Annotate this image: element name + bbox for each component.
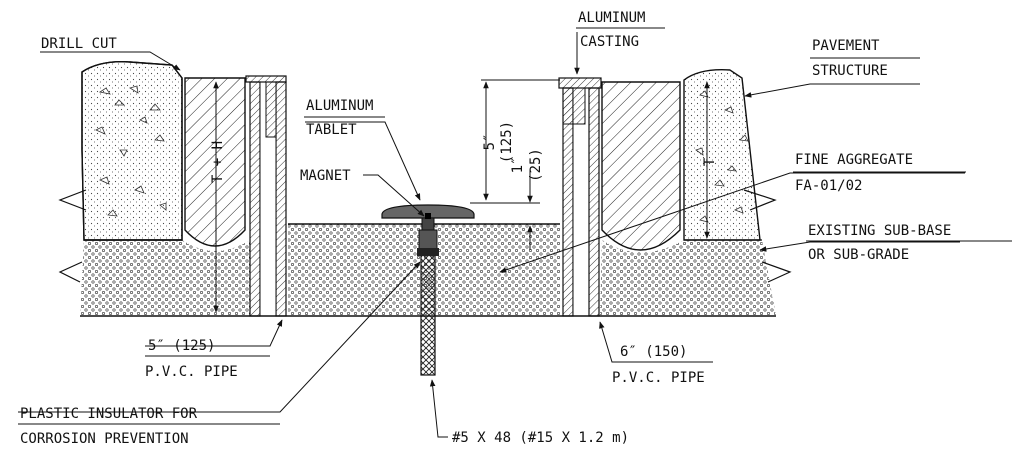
- label-aluminum-tablet-1: ALUMINUM: [306, 98, 373, 114]
- label-existing-sub-base-2: OR SUB-GRADE: [808, 247, 909, 263]
- dimension-125mm-label: (125): [499, 121, 515, 163]
- label-existing-sub-base-1: EXISTING SUB-BASE: [808, 223, 951, 239]
- plastic-insulator: [417, 229, 439, 256]
- right-6in-pvc-pipe: [558, 77, 602, 317]
- label-aluminum-casting-1: ALUMINUM: [578, 10, 645, 26]
- label-pipe-5-type: P.V.C. PIPE: [145, 364, 238, 380]
- label-pavement-structure-2: STRUCTURE: [812, 63, 888, 79]
- left-sub-base: [80, 239, 250, 316]
- label-magnet: MAGNET: [300, 168, 351, 184]
- label-pipe-6-type: P.V.C. PIPE: [612, 370, 705, 386]
- dimension-5in-label: 5″: [482, 134, 498, 151]
- left-break-lines: [58, 189, 87, 283]
- dimension-25mm-label: (25): [528, 148, 544, 182]
- left-5in-pvc-pipe: [245, 75, 287, 317]
- right-pavement-structure: [683, 69, 761, 241]
- label-fine-aggregate-1: FINE AGGREGATE: [795, 152, 913, 168]
- label-insulator-2: CORROSION PREVENTION: [20, 431, 189, 447]
- right-sub-base: [600, 239, 776, 316]
- label-insulator-1: PLASTIC INSULATOR FOR: [20, 406, 198, 422]
- right-drill-cut-core: [601, 81, 681, 251]
- right-break-lines: [743, 189, 792, 283]
- label-fine-aggregate-2: FA-01/02: [795, 178, 862, 194]
- label-underlines: [18, 27, 1012, 425]
- label-rebar: #5 X 48 (#15 X 1.2 m): [452, 430, 629, 446]
- dimension-1in-label: 1″: [510, 157, 526, 174]
- label-drill-cut: DRILL CUT: [41, 36, 117, 52]
- left-pavement-structure: [81, 61, 183, 241]
- dimension-1in: [470, 170, 540, 250]
- label-pavement-structure-1: PAVEMENT: [812, 38, 880, 54]
- aluminum-tablet: [381, 204, 475, 231]
- rebar: [420, 249, 436, 376]
- dimension-5in: [481, 79, 560, 201]
- dimension-t-label: T: [702, 157, 718, 166]
- label-aluminum-tablet-2: TABLET: [306, 122, 357, 138]
- label-pipe-5-size: 5″ (125): [148, 338, 215, 354]
- label-pipe-6-size: 6″ (150): [620, 344, 687, 360]
- dimension-t-plus-h-label: T + H: [210, 141, 226, 183]
- label-aluminum-casting-2: CASTING: [580, 34, 639, 50]
